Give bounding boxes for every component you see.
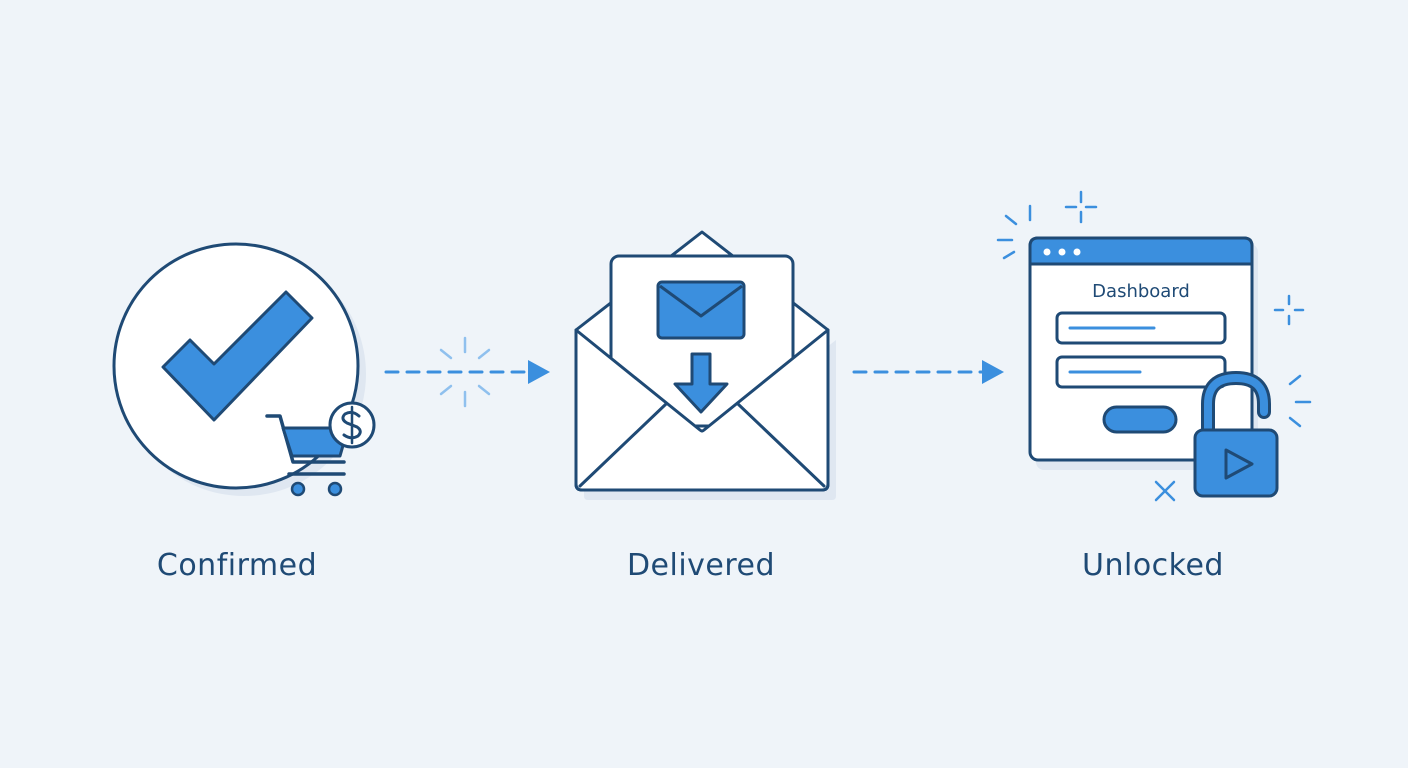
connector-arrow-1	[384, 336, 550, 408]
mail-icon	[656, 280, 746, 340]
sparkle-icon	[439, 336, 491, 408]
window-title: Dashboard	[1092, 281, 1190, 302]
step-unlocked-icon-group	[996, 190, 1312, 502]
play-icon	[1224, 448, 1254, 480]
unlocked-padlock-icon	[1193, 370, 1279, 498]
step-label-delivered: Delivered	[626, 548, 776, 583]
dollar-coin-icon	[328, 401, 376, 449]
connector-arrow-2	[852, 360, 1004, 384]
browser-window-icon	[1028, 236, 1254, 462]
checkmark-icon	[161, 290, 314, 422]
step-delivered-icon-group	[574, 230, 836, 500]
step-label-unlocked: Unlocked	[1082, 548, 1224, 583]
sparkle-icon	[996, 190, 1312, 502]
step-label-confirmed: Confirmed	[156, 548, 318, 583]
step-confirmed-icon-group	[112, 242, 376, 497]
download-arrow-icon	[673, 352, 729, 414]
